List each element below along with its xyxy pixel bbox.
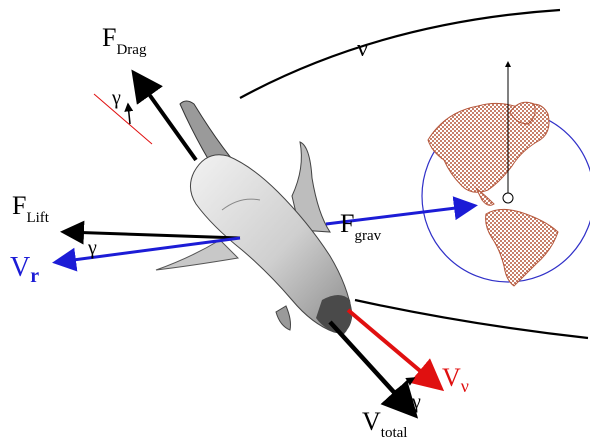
vtotal-label-main: V (362, 407, 381, 436)
shuttle-tail-fin (179, 100, 237, 173)
drag-label-main: F (102, 23, 116, 52)
grav-label-main: F (340, 209, 354, 238)
vr-label-sub: r (30, 265, 39, 287)
lift-label-main: F (12, 191, 26, 220)
shuttle-panel-line (221, 198, 261, 211)
greenland (509, 101, 536, 125)
vtotal-label-sub: total (381, 425, 408, 441)
grav-label-sub: grav (354, 228, 381, 244)
drag-gamma-arrow (124, 102, 134, 125)
lift-force-label: FLift (12, 191, 50, 226)
orbit-nu-label: ν (357, 36, 368, 62)
drag-force-label: FDrag (102, 23, 147, 58)
drag-reference-line (93, 93, 153, 145)
grav-arrow (325, 196, 478, 226)
north-america (427, 102, 550, 193)
space-shuttle (155, 100, 353, 334)
earth-center-marker (502, 192, 514, 204)
vtotal-label: Vtotal (362, 407, 407, 441)
vtotal-arrow (328, 320, 419, 419)
vnu-arrow (346, 308, 445, 392)
vnu-label-main: V (442, 363, 461, 392)
lift-gamma-label: γ (87, 237, 97, 259)
south-america (485, 208, 559, 287)
drag-arrow (131, 69, 198, 162)
lift-arrow (60, 220, 241, 245)
velocity-gamma-arc (393, 377, 416, 393)
shuttle-wing-lower (155, 239, 240, 271)
earth (421, 61, 590, 287)
grav-force-label: Fgrav (340, 209, 382, 244)
shuttle-tail-stub (275, 305, 291, 331)
orbit-path-upper (239, 8, 561, 99)
drag-label-sub: Drag (116, 42, 146, 58)
vnu-label-sub: ν (461, 376, 469, 396)
shuttle-wing-upper (291, 141, 331, 233)
drag-gamma-label: γ (111, 87, 121, 109)
velocity-gamma-label: γ (411, 391, 421, 413)
vr-arrow (52, 236, 241, 272)
vr-label: Vr (10, 252, 39, 287)
vr-label-main: V (10, 252, 30, 283)
vnu-label: Vν (442, 363, 469, 396)
orbit-path-lower (354, 298, 589, 340)
central-america (475, 187, 495, 206)
lift-label-sub: Lift (26, 210, 49, 226)
shuttle-nose (316, 295, 352, 334)
